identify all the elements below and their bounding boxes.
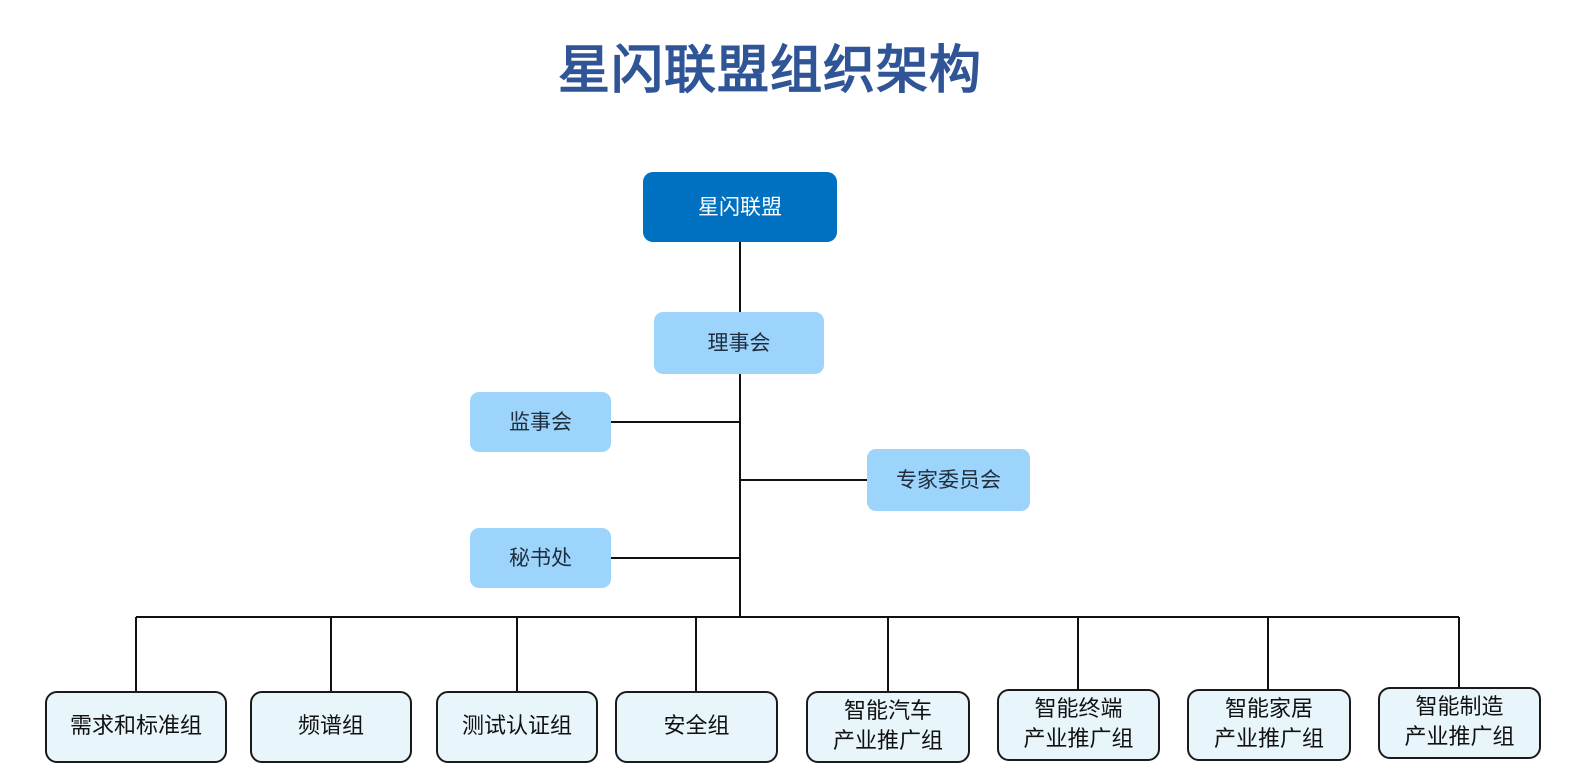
group-node: 智能家居 产业推广组 bbox=[1187, 689, 1351, 761]
group-label-line1: 测试认证组 bbox=[461, 714, 572, 739]
group-node: 测试认证组 bbox=[436, 691, 598, 763]
node-root: 星闪联盟 bbox=[643, 172, 837, 242]
node-expert-committee: 专家委员会 bbox=[867, 449, 1030, 511]
group-label-line1: 需求和标准组 bbox=[69, 714, 202, 739]
diagram-title: 星闪联盟组织架构 bbox=[557, 41, 982, 101]
group-label-line2: 产业推广组 bbox=[832, 729, 943, 754]
group-label-line1: 智能制造 bbox=[1415, 695, 1504, 720]
group-label-line1: 智能终端 bbox=[1034, 697, 1123, 722]
group-label-line2: 产业推广组 bbox=[1404, 725, 1515, 750]
node-root-label: 星闪联盟 bbox=[698, 195, 782, 219]
group-node: 智能汽车 产业推广组 bbox=[806, 691, 970, 763]
node-expert-committee-label: 专家委员会 bbox=[896, 468, 1001, 492]
node-secretariat-label: 秘书处 bbox=[509, 546, 572, 570]
node-supervisory-board: 监事会 bbox=[470, 392, 611, 452]
group-node: 安全组 bbox=[615, 691, 778, 763]
group-label-line2: 产业推广组 bbox=[1213, 727, 1324, 752]
node-council-label: 理事会 bbox=[707, 331, 771, 355]
group-node: 需求和标准组 bbox=[45, 691, 227, 763]
group-label-line1: 频谱组 bbox=[297, 714, 364, 739]
group-label-line1: 安全组 bbox=[663, 714, 730, 739]
group-node: 智能制造 产业推广组 bbox=[1378, 687, 1541, 759]
group-node: 智能终端 产业推广组 bbox=[997, 689, 1160, 761]
group-node: 频谱组 bbox=[250, 691, 412, 763]
group-label-line1: 智能汽车 bbox=[843, 699, 932, 724]
node-secretariat: 秘书处 bbox=[470, 528, 611, 588]
node-council: 理事会 bbox=[654, 312, 824, 374]
group-label-line2: 产业推广组 bbox=[1023, 727, 1134, 752]
group-label-line1: 智能家居 bbox=[1224, 697, 1313, 722]
node-supervisory-board-label: 监事会 bbox=[509, 410, 572, 434]
